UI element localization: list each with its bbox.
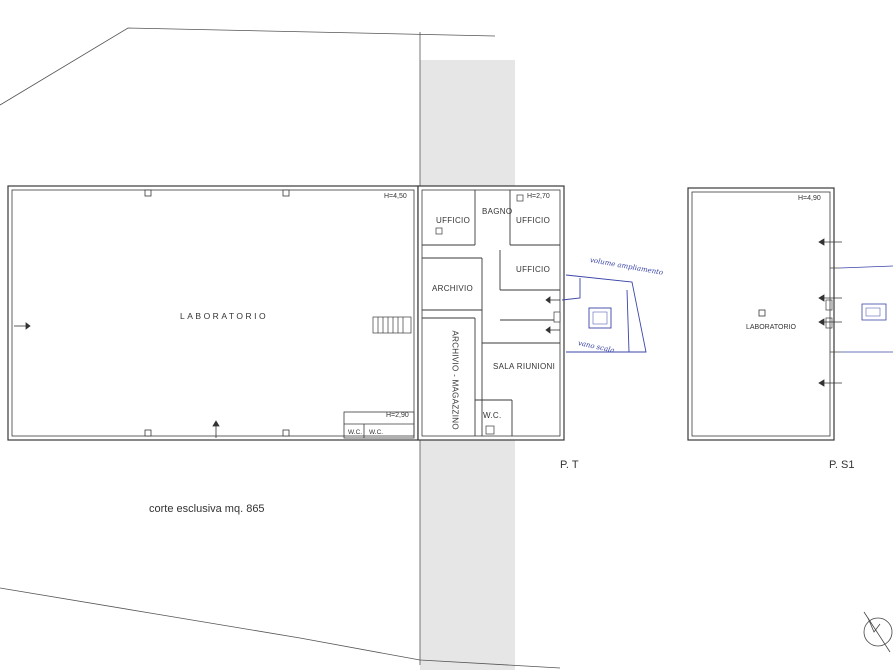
room-label-wc-1: W.C. <box>348 429 363 436</box>
handwritten-annotation <box>561 274 647 353</box>
room-label-laboratorio-s1: LABORATORIO <box>746 324 796 331</box>
room-label-sala-riunioni: SALA RIUNIONI <box>493 362 556 371</box>
basement-annotation <box>839 265 893 353</box>
site-area-label: corte esclusiva mq. 865 <box>149 503 265 515</box>
floor-label-s1: P. S1 <box>829 459 855 471</box>
room-label-ufficio-1: UFFICIO <box>436 216 471 225</box>
basement-floor-plan <box>687 187 840 441</box>
room-label-ufficio-3: UFFICIO <box>516 265 551 274</box>
height-label-pt-wc: H=2,90 <box>386 412 409 419</box>
room-label-laboratorio-pt: LABORATORIO <box>180 311 269 321</box>
room-label-wc-2: W.C. <box>369 429 384 436</box>
height-label-pt-office: H=2,70 <box>527 193 550 200</box>
ground-floor-plan <box>7 185 565 441</box>
room-label-bagno: BAGNO <box>482 207 513 216</box>
basement-arrows <box>818 238 842 387</box>
room-label-ufficio-2: UFFICIO <box>516 216 551 225</box>
height-label-pt-main: H=4,50 <box>384 193 407 200</box>
room-label-archivio-magazzino: ARCHIVIO - MAGAZZINO <box>450 330 460 430</box>
north-arrow-icon <box>863 611 893 653</box>
floor-label-pt: P. T <box>560 459 579 471</box>
height-label-s1: H=4,90 <box>798 195 821 202</box>
room-label-wc-office: W.C. <box>483 411 502 420</box>
room-label-archivio: ARCHIVIO <box>432 284 474 293</box>
ground-floor-arrows <box>14 296 560 438</box>
